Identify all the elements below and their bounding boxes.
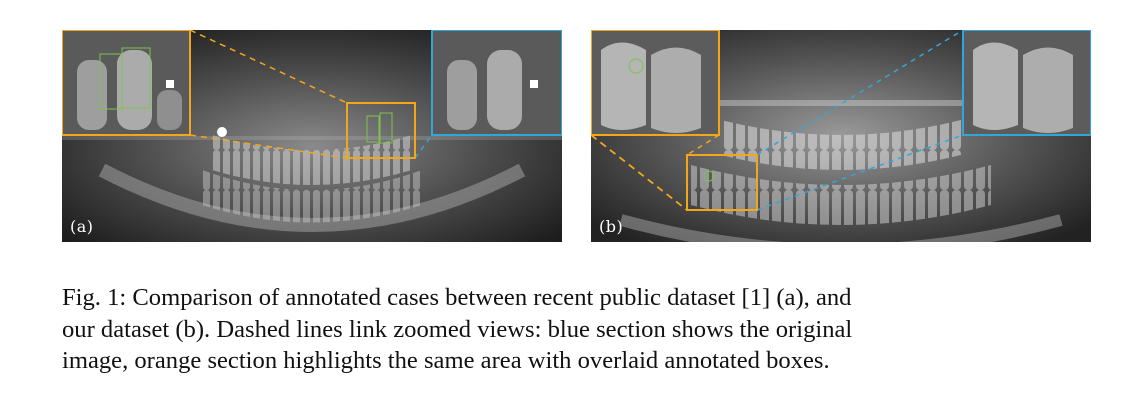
panel-a-graphic (62, 30, 562, 242)
mandible-shape (619, 214, 1063, 242)
orange-zoom-frame (62, 30, 191, 136)
inset-filling (166, 80, 174, 88)
panel-b-our-dataset-xray: (b) (591, 30, 1091, 242)
orange-dashed-link-top (686, 134, 720, 156)
blue-dashed-link-top (756, 30, 964, 156)
caption-line: image, orange section highlights the sam… (62, 347, 830, 374)
inset-tooth (77, 60, 107, 130)
lower-teeth (202, 170, 422, 223)
inset-molar (601, 42, 646, 130)
metal-filling (217, 127, 227, 137)
figure-caption: Fig. 1: Comparison of annotated cases be… (62, 282, 1102, 377)
annotated-box (121, 47, 151, 109)
orange-dashed-link-top (189, 30, 348, 104)
blue-zoom-frame (431, 30, 562, 136)
caption-line: our dataset (b). Dashed lines link zoome… (62, 315, 853, 343)
inset-filling (530, 80, 538, 88)
inset-tooth (487, 50, 522, 130)
orange-zoom-frame (591, 30, 720, 136)
inset-molar (973, 42, 1018, 130)
panel-label-a: (a) (70, 217, 94, 236)
xray-band (711, 100, 971, 106)
lower-teeth (691, 165, 991, 225)
caption-line: Fig. 1: Comparison of annotated cases be… (62, 284, 852, 311)
orange-region-box (686, 154, 758, 211)
figure: (a) (62, 30, 1091, 242)
blue-zoom-frame (962, 30, 1091, 136)
orange-region-box (346, 102, 416, 159)
inset-tooth (447, 60, 477, 130)
panel-b-graphic (591, 30, 1091, 242)
upper-teeth (212, 135, 412, 185)
annotated-box (628, 58, 644, 74)
inset-tooth (117, 50, 152, 130)
annotated-box (366, 115, 380, 143)
xray-band (62, 136, 562, 140)
inset-molar (651, 47, 701, 133)
blue-dashed-link-bottom (756, 134, 964, 211)
inset-molar (1023, 47, 1073, 133)
annotated-box (379, 112, 393, 144)
annotated-box (703, 170, 715, 182)
orange-dashed-link-bottom (189, 134, 348, 159)
orange-dashed-link-bottom (591, 134, 688, 211)
blue-dashed-link (414, 134, 433, 159)
panel-label-b: (b) (599, 217, 624, 236)
mandible-shape (98, 163, 526, 232)
inset-tooth (157, 90, 182, 130)
panel-a-public-dataset-xray: (a) (62, 30, 562, 242)
